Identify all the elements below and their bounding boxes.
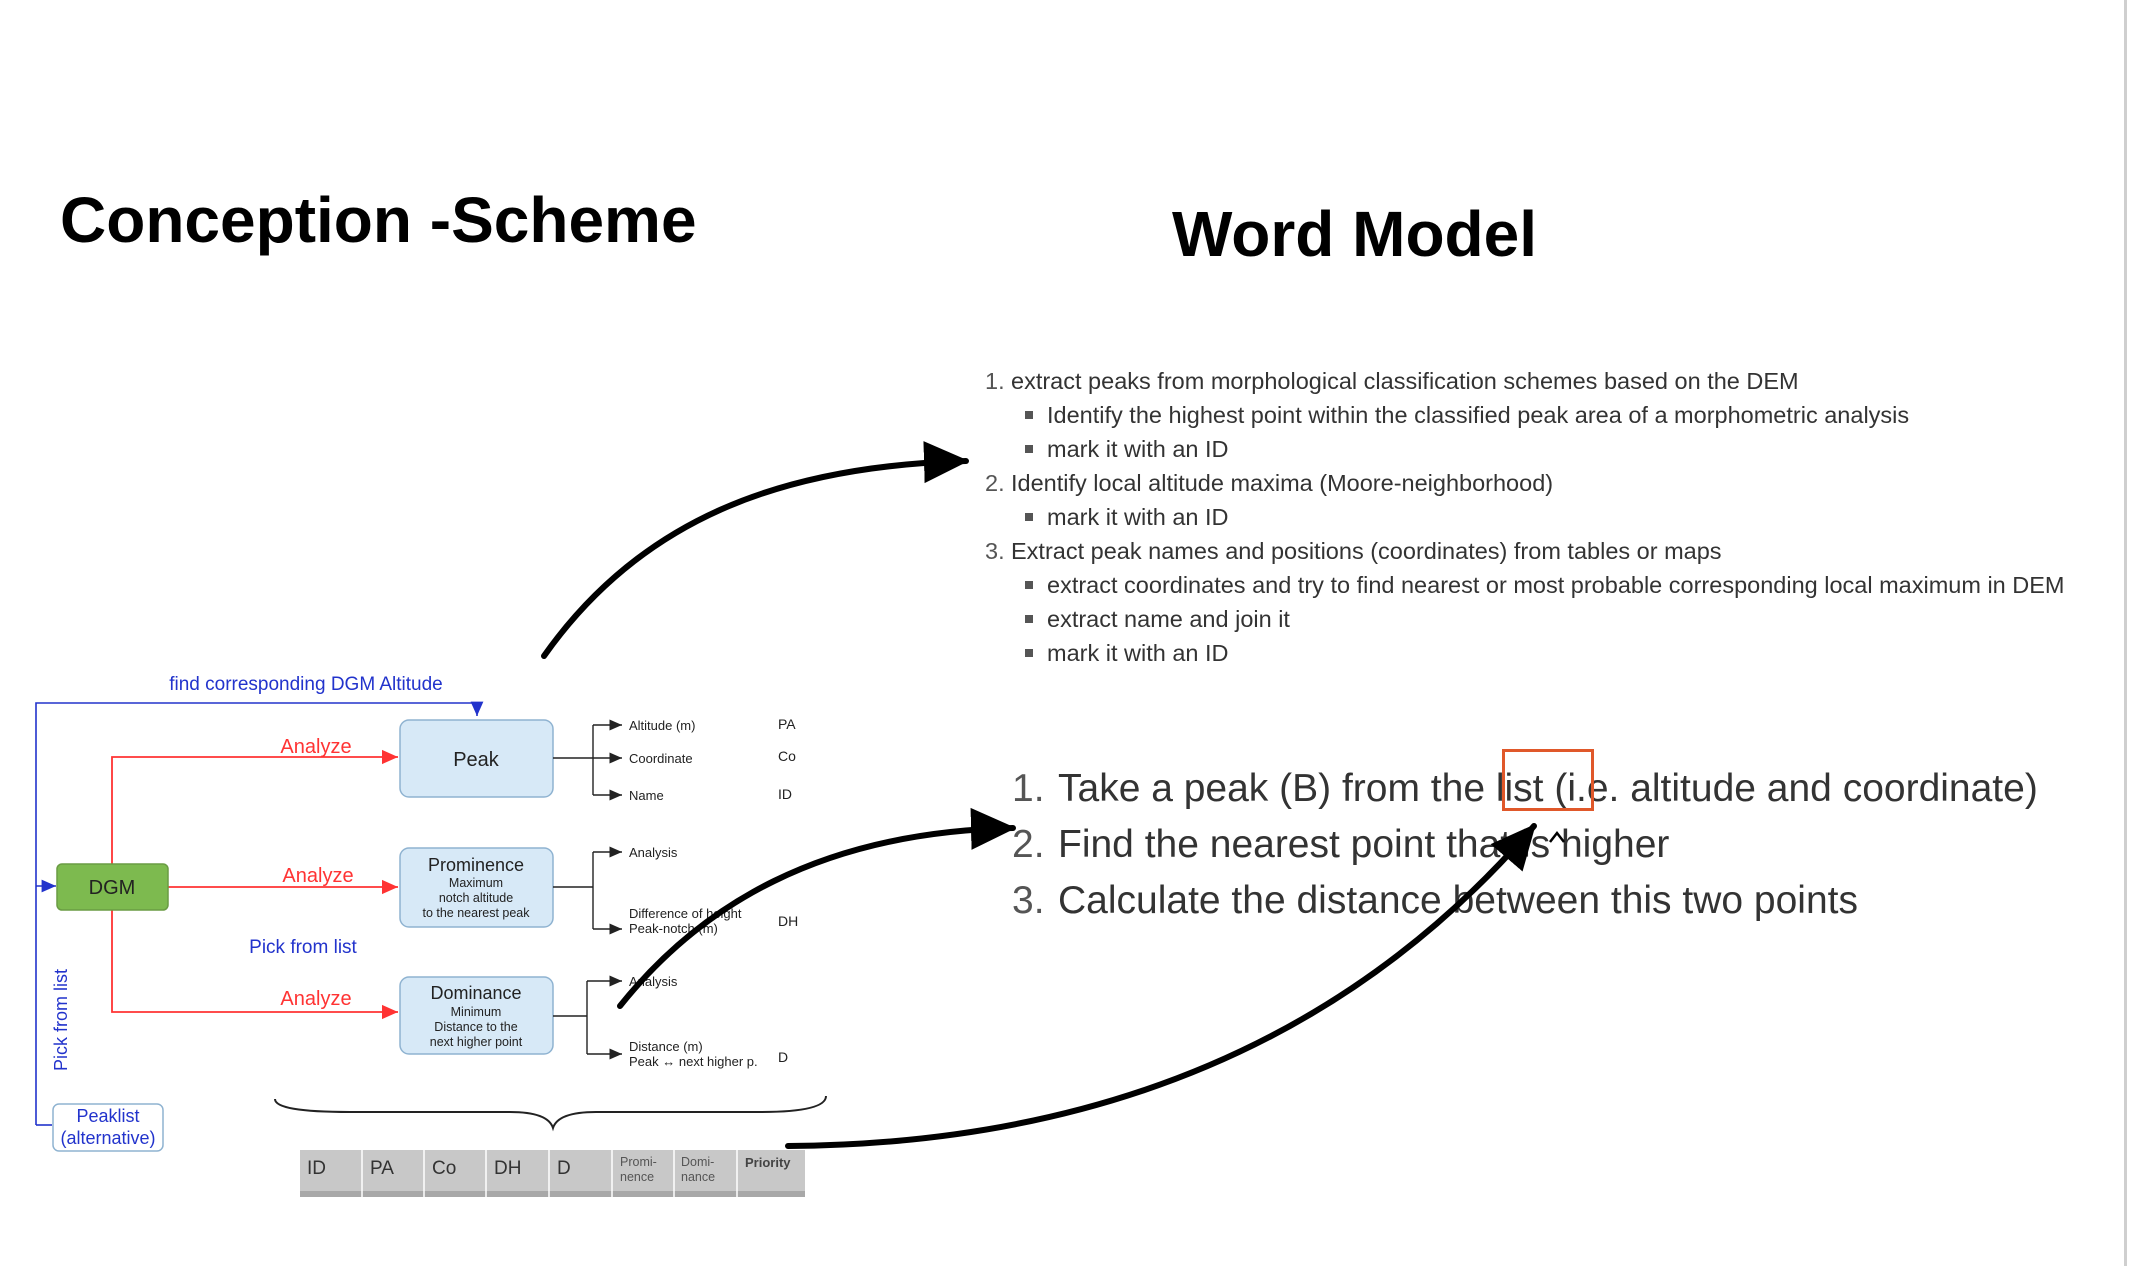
dgm-box bbox=[56, 863, 169, 911]
connector-arrows bbox=[541, 441, 1537, 1149]
table-header: ID bbox=[307, 1158, 326, 1179]
word-model-list-1: 1. extract peaks from morphological clas… bbox=[985, 364, 2065, 670]
output-code: ID bbox=[778, 786, 792, 802]
table-header: PA bbox=[370, 1158, 394, 1179]
table-background bbox=[300, 1150, 805, 1197]
table-header: nence bbox=[620, 1170, 654, 1184]
output-label: Peak ↔ next higher p. bbox=[629, 1054, 758, 1069]
sub-list-item: mark it with an ID bbox=[1025, 432, 2065, 466]
peak-label: Peak bbox=[453, 749, 500, 771]
sub-item-text: mark it with an ID bbox=[1047, 504, 1229, 530]
table-header: nance bbox=[681, 1170, 715, 1184]
list-number: 1. bbox=[985, 368, 1005, 394]
sub-list-item: mark it with an ID bbox=[1025, 500, 2065, 534]
list-item: 3. Extract peak names and positions (coo… bbox=[985, 534, 2065, 670]
list-item-text: Extract peak names and positions (coordi… bbox=[1011, 538, 1722, 564]
sub-item-text: extract coordinates and try to find near… bbox=[1047, 572, 2065, 598]
sub-item-text: mark it with an ID bbox=[1047, 436, 1229, 462]
output-label: Coordinate bbox=[629, 751, 693, 766]
list-item: 1. Take a peak (B) from the list (i.e. al… bbox=[1012, 761, 2038, 817]
connector-arrow-to-list-highlight bbox=[785, 823, 1537, 1149]
blue-feedback-lines bbox=[35, 701, 484, 1126]
list-item: 3. Calculate the distance between this tw… bbox=[1012, 873, 2038, 929]
curly-brace bbox=[274, 1095, 827, 1132]
peaklist-box bbox=[52, 1103, 164, 1152]
list-item-text: extract peaks from morphological classif… bbox=[1011, 368, 1799, 394]
word-model-list-2: 1. Take a peak (B) from the list (i.e. al… bbox=[1012, 761, 2038, 929]
list-item: 2. Find the nearest point that is higher bbox=[1012, 817, 2038, 873]
list-number: 2. bbox=[985, 470, 1005, 496]
dominance-line: Distance to the bbox=[434, 1020, 517, 1034]
list-number: 3. bbox=[1012, 879, 1045, 922]
output-label: Distance (m) bbox=[629, 1039, 703, 1054]
cursor-icon bbox=[1549, 830, 1565, 843]
table-header: Priority bbox=[745, 1155, 791, 1170]
peaklist-label: Peaklist bbox=[76, 1106, 139, 1126]
table-bottom-strip bbox=[300, 1191, 805, 1197]
sub-list-item: extract name and join it bbox=[1025, 602, 2065, 636]
table-header: Domi- bbox=[681, 1155, 714, 1169]
peaklist-label: (alternative) bbox=[60, 1128, 155, 1148]
bullet-square-icon bbox=[1025, 615, 1033, 623]
dgm-label: DGM bbox=[89, 877, 136, 899]
prominence-line: to the nearest peak bbox=[422, 906, 530, 920]
sub-item-text: Identify the highest point within the cl… bbox=[1047, 402, 1910, 428]
output-label: Name bbox=[629, 788, 664, 803]
list-number: 3. bbox=[985, 538, 1005, 564]
output-label: Analysis bbox=[629, 845, 678, 860]
bullet-square-icon bbox=[1025, 411, 1033, 419]
output-brackets bbox=[553, 719, 622, 1060]
bullet-square-icon bbox=[1025, 581, 1033, 589]
conception-scheme-title: Conception -Scheme bbox=[60, 184, 697, 256]
analyze-label: Analyze bbox=[280, 988, 351, 1010]
sub-item-text: mark it with an ID bbox=[1047, 640, 1229, 666]
sub-list-item: Identify the highest point within the cl… bbox=[1025, 398, 2065, 432]
result-table: ID PA Co DH D Promi- nence Domi- nance P… bbox=[300, 1150, 805, 1197]
analyze-label: Analyze bbox=[280, 736, 351, 758]
connector-arrow-to-list-2-item-1 bbox=[617, 807, 1016, 1009]
list-highlight-box bbox=[1502, 749, 1594, 811]
list-item-text: Identify local altitude maxima (Moore-ne… bbox=[1011, 470, 1554, 496]
list-item: 1. extract peaks from morphological clas… bbox=[985, 364, 2065, 466]
list-number: 2. bbox=[1012, 823, 1045, 866]
prominence-title: Prominence bbox=[428, 855, 524, 875]
list-number: 1. bbox=[1012, 767, 1045, 810]
bullet-square-icon bbox=[1025, 445, 1033, 453]
sub-list-item: extract coordinates and try to find near… bbox=[1025, 568, 2065, 602]
pick-from-list-label: Pick from list bbox=[249, 937, 357, 958]
list-item-text: Calculate the distance between this two … bbox=[1058, 879, 1858, 922]
output-code: DH bbox=[778, 913, 798, 929]
red-analyze-lines bbox=[111, 749, 398, 1020]
list-item-text: Find the nearest point that is higher bbox=[1058, 823, 1670, 866]
table-header: Promi- bbox=[620, 1155, 657, 1169]
output-code: PA bbox=[778, 716, 796, 732]
dominance-title: Dominance bbox=[430, 983, 521, 1003]
table-header: Co bbox=[432, 1158, 456, 1179]
output-code: D bbox=[778, 1049, 788, 1065]
dominance-line: next higher point bbox=[430, 1035, 523, 1049]
table-header: DH bbox=[494, 1158, 521, 1179]
table-header: D bbox=[557, 1158, 571, 1179]
right-edge-line bbox=[2124, 0, 2127, 1266]
analyze-label: Analyze bbox=[282, 865, 353, 887]
bullet-square-icon bbox=[1025, 513, 1033, 521]
list-item-text: Take a peak (B) from the list (i.e. alti… bbox=[1058, 767, 2038, 810]
word-model-title: Word Model bbox=[1172, 198, 1537, 270]
prominence-line: notch altitude bbox=[439, 891, 513, 905]
sub-item-text: extract name and join it bbox=[1047, 606, 1290, 632]
output-code: Co bbox=[778, 748, 796, 764]
dominance-line: Minimum bbox=[451, 1005, 502, 1019]
list-item: 2. Identify local altitude maxima (Moore… bbox=[985, 466, 2065, 534]
output-label: Altitude (m) bbox=[629, 718, 695, 733]
bullet-square-icon bbox=[1025, 649, 1033, 657]
connector-arrow-to-list-1 bbox=[541, 441, 969, 659]
find-dgm-label: find corresponding DGM Altitude bbox=[169, 674, 443, 695]
pick-from-list-vertical-label: Pick from list bbox=[51, 969, 71, 1071]
sub-list-item: mark it with an ID bbox=[1025, 636, 2065, 670]
prominence-line: Maximum bbox=[449, 876, 503, 890]
